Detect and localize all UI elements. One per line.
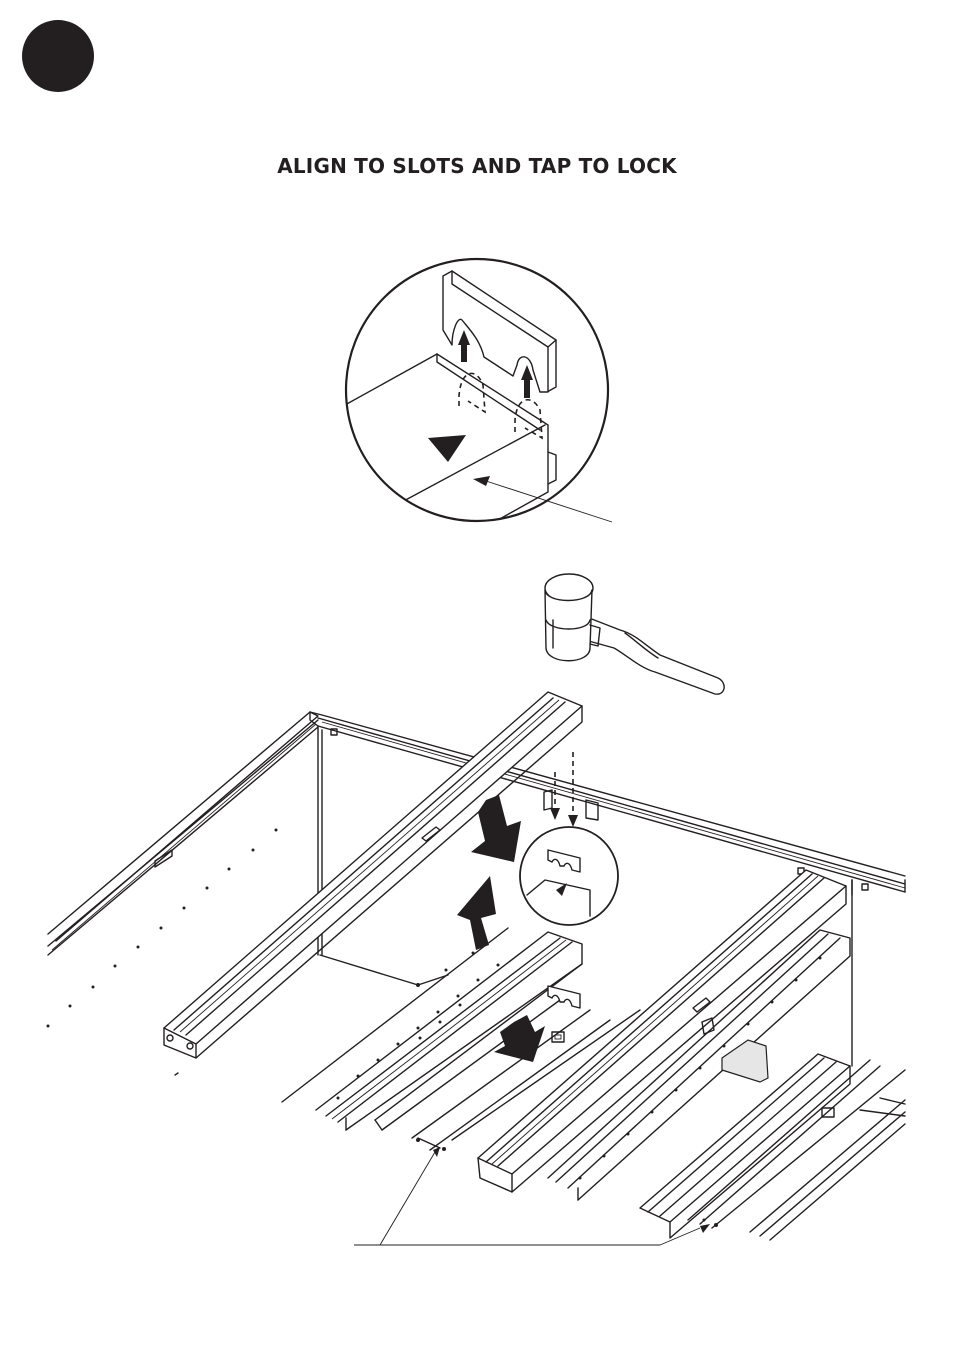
upward-arrow-icon [457, 876, 496, 950]
downward-arrow-icon [471, 795, 521, 862]
detail-magnifier [345, 259, 612, 530]
bed-frame-assembly [47, 692, 906, 1245]
mallet-icon [545, 574, 724, 694]
downward-arrow-icon [494, 1015, 545, 1062]
